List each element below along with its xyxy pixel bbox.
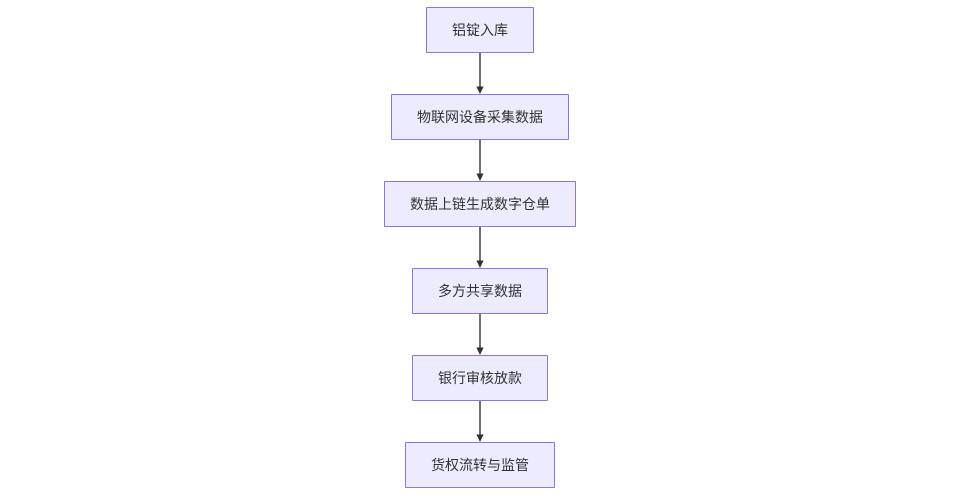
flow-node-aluminum-ingot-storage: 铝锭入库 xyxy=(426,7,534,53)
arrow-down-icon xyxy=(476,53,484,94)
flow-node-cargo-rights-supervision: 货权流转与监管 xyxy=(405,442,555,488)
arrow-down-icon xyxy=(476,401,484,442)
flow-node-label: 物联网设备采集数据 xyxy=(417,109,543,125)
flowchart: 铝锭入库 物联网设备采集数据 数据上链生成数字仓单 多方共享数据 xyxy=(0,7,960,488)
flow-node-iot-data-collection: 物联网设备采集数据 xyxy=(391,94,569,140)
arrow-down-icon xyxy=(476,140,484,181)
flow-node-label: 多方共享数据 xyxy=(438,283,522,299)
flow-node-label: 货权流转与监管 xyxy=(431,457,529,473)
flow-node-label: 铝锭入库 xyxy=(452,22,508,38)
arrow-down-icon xyxy=(476,314,484,355)
flow-node-onchain-digital-receipt: 数据上链生成数字仓单 xyxy=(384,181,576,227)
flow-node-label: 银行审核放款 xyxy=(438,370,522,386)
flow-node-bank-review-loan: 银行审核放款 xyxy=(412,355,548,401)
flow-node-label: 数据上链生成数字仓单 xyxy=(410,196,550,212)
arrow-down-icon xyxy=(476,227,484,268)
flow-node-multiparty-data-sharing: 多方共享数据 xyxy=(412,268,548,314)
